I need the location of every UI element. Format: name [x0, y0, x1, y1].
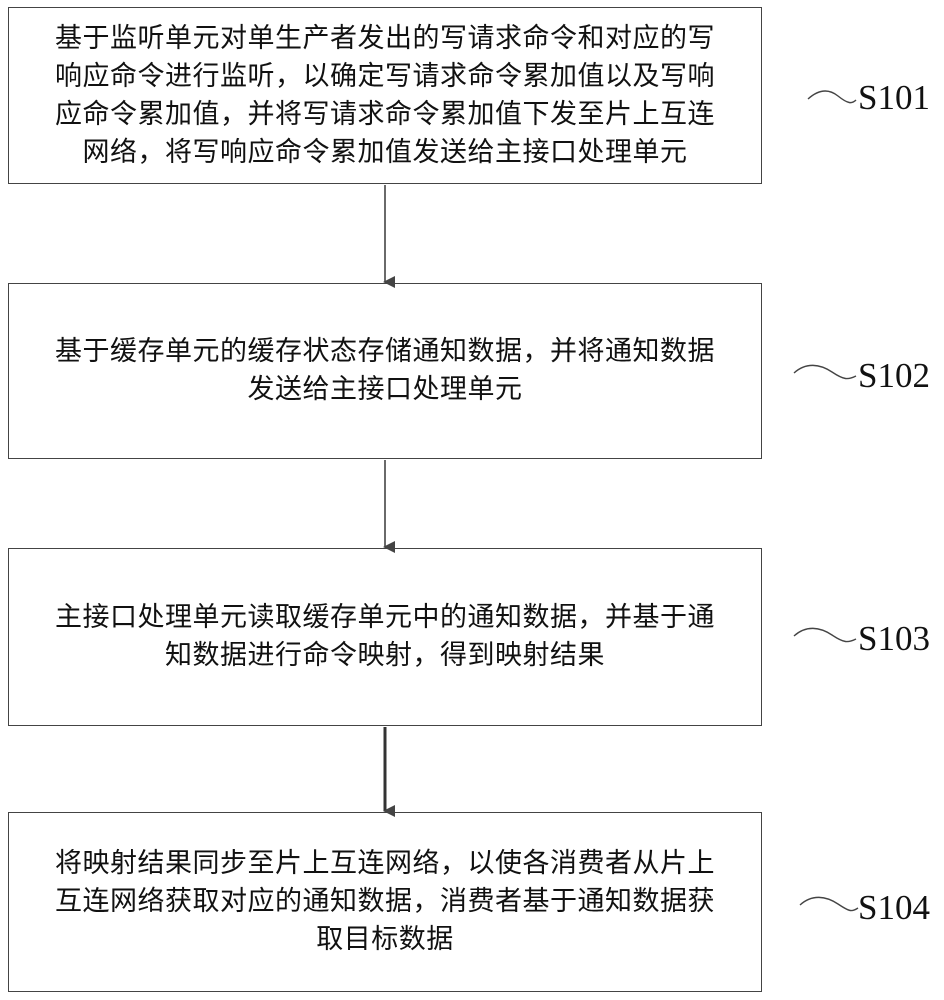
step-label-s103: S103: [858, 619, 930, 658]
step-box-s101: 基于监听单元对单生产者发出的写请求命令和对应的写响应命令进行监听，以确定写请求命…: [8, 7, 762, 184]
step-label-s101: S101: [858, 78, 930, 117]
step-box-s102: 基于缓存单元的缓存状态存储通知数据，并将通知数据发送给主接口处理单元: [8, 283, 762, 459]
leader-s101: [807, 90, 857, 104]
step-box-s103: 主接口处理单元读取缓存单元中的通知数据，并基于通知数据进行命令映射，得到映射结果: [8, 548, 762, 726]
leader-s103: [793, 627, 857, 643]
leader-s102: [793, 364, 857, 380]
step-box-s104: 将映射结果同步至片上互连网络，以使各消费者从片上互连网络获取对应的通知数据，消费…: [8, 812, 762, 992]
leader-s104: [799, 896, 859, 912]
step-text-s102: 基于缓存单元的缓存状态存储通知数据，并将通知数据发送给主接口处理单元: [55, 336, 715, 405]
step-text-s101: 基于监听单元对单生产者发出的写请求命令和对应的写响应命令进行监听，以确定写请求命…: [55, 22, 715, 168]
step-text-s104: 将映射结果同步至片上互连网络，以使各消费者从片上互连网络获取对应的通知数据，消费…: [55, 848, 715, 955]
step-label-s104: S104: [858, 888, 930, 927]
step-label-s102: S102: [858, 356, 930, 395]
step-text-s103: 主接口处理单元读取缓存单元中的通知数据，并基于通知数据进行命令映射，得到映射结果: [55, 602, 715, 671]
